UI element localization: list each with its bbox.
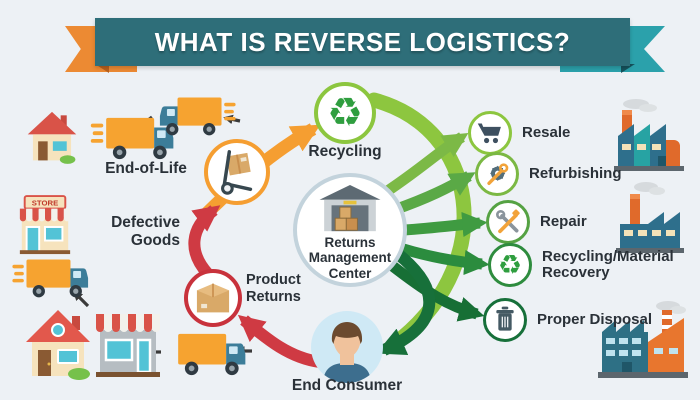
recycle-icon: ♻ — [327, 90, 363, 136]
outcome-label: Proper Disposal — [537, 310, 653, 328]
outcome-label: Refurbishing — [529, 164, 622, 182]
avatar — [311, 311, 383, 383]
resale-circle — [468, 111, 512, 155]
warehouse-icon — [319, 184, 381, 231]
ribbon-fold-left — [95, 64, 109, 73]
handtruck-icon — [221, 150, 253, 195]
returns-management-center-label: Returns Management Center — [308, 234, 392, 281]
factory-icon — [610, 180, 690, 261]
outcome-label: Repair — [540, 212, 587, 230]
title-banner: WHAT IS REVERSE LOGISTICS? — [95, 18, 630, 66]
handtruck-circle — [204, 139, 270, 205]
outcome-label: Resale — [522, 123, 571, 141]
arrow-red-consumer-to-returns — [237, 314, 321, 368]
store-icon: STORE — [16, 194, 74, 260]
outcome-proper-disposal: Proper Disposal — [483, 298, 652, 342]
arrow-green-to-recovery — [398, 242, 490, 276]
house-icon — [24, 308, 92, 385]
outcome-repair: Repair — [486, 200, 587, 244]
repair-circle — [486, 200, 530, 244]
truck-icon — [156, 94, 236, 138]
arrow-green-to-repair — [403, 211, 488, 238]
defective-goods-label: Defective Goods — [111, 214, 180, 249]
factory-icon — [596, 298, 690, 385]
returns-management-center-circle: Returns Management Center — [293, 173, 407, 287]
arrow-green-to-disposal — [386, 259, 485, 322]
gear-wrench-icon — [487, 163, 509, 185]
crossed-wrenches-icon — [496, 209, 520, 234]
cart-icon — [477, 123, 501, 144]
recycling-circle: ♻ — [314, 82, 376, 144]
end-of-life-label: End-of-Life — [105, 160, 187, 177]
store-icon — [94, 306, 162, 385]
store-sign: STORE — [32, 199, 58, 208]
ribbon-fold-right — [621, 64, 635, 73]
product-returns-circle — [184, 269, 242, 327]
arrow-green-to-refurbishing — [392, 171, 476, 216]
recovery-circle: ♻ — [488, 243, 532, 287]
outcome-label: Recycling/Material Recovery — [542, 247, 674, 281]
outcome-recycling-material-recovery: ♻ Recycling/Material Recovery — [488, 243, 684, 287]
truck-icon — [162, 330, 250, 383]
recycle-icon: ♻ — [497, 249, 523, 281]
person-icon — [323, 322, 371, 383]
house-icon — [26, 110, 78, 164]
trash-icon — [496, 306, 514, 331]
disposal-circle — [483, 298, 527, 342]
factory-icon — [606, 96, 690, 179]
arrow-red-defective-goods — [188, 205, 221, 279]
arrow-green-to-resale — [377, 132, 469, 201]
end-consumer-label: End Consumer — [291, 377, 403, 394]
refurbishing-circle — [475, 152, 519, 196]
product-returns-label: Product Returns — [246, 272, 301, 305]
arrow-darkgreen-center-to-consumer — [376, 249, 436, 356]
page-title: WHAT IS REVERSE LOGISTICS? — [154, 26, 571, 57]
recycling-label: Recycling — [308, 143, 382, 160]
cardboard-box-icon — [196, 283, 230, 313]
outcome-refurbishing: Refurbishing — [475, 152, 622, 196]
truck-icon — [12, 256, 92, 300]
outcome-resale: Resale — [468, 111, 570, 155]
